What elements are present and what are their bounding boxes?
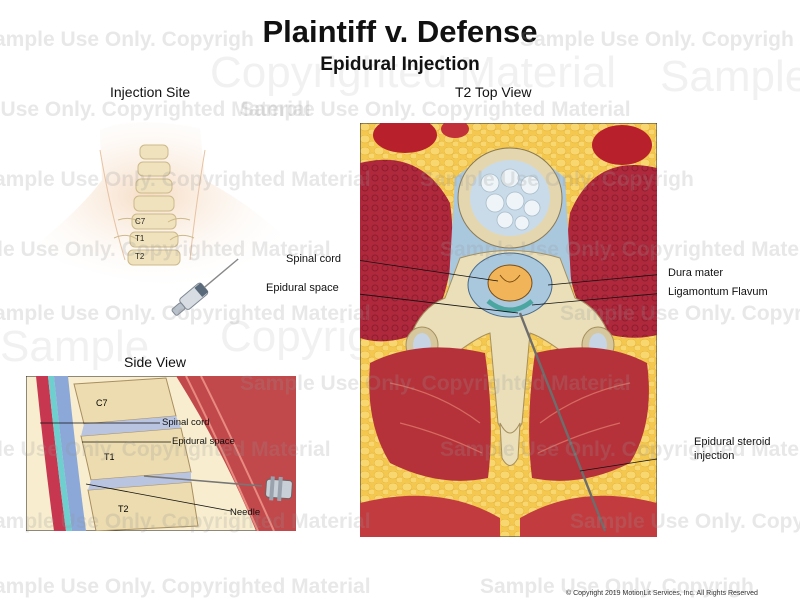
top-spinal-cord-callout: Spinal cord bbox=[286, 253, 342, 265]
watermark-row-6: Sample Use Only. Copyrighted Material bbox=[240, 372, 631, 395]
watermark-row-2: Sample Use Only. Copyrighted Material bbox=[0, 98, 311, 121]
watermark-row-5b: Sample Use Only. Copyrigh bbox=[560, 302, 800, 325]
top-view-illustration bbox=[360, 123, 657, 537]
cervical-thoracic-spine bbox=[113, 144, 195, 266]
side-spinal-cord-callout: Spinal cord bbox=[162, 417, 210, 428]
watermark-row-3b: Sample Use Only. Copyrigh bbox=[420, 168, 694, 191]
side-t1-label: T1 bbox=[104, 452, 115, 462]
t2-label: T2 bbox=[135, 252, 145, 261]
side-epidural-space-callout: Epidural space bbox=[172, 436, 235, 447]
aorta bbox=[373, 123, 437, 153]
c7-label: C7 bbox=[135, 217, 146, 226]
right-erector-muscle bbox=[529, 347, 649, 481]
watermark-row-4b: Sample Use Only. Copyrighted Material bbox=[440, 238, 800, 261]
top-view-label: T2 Top View bbox=[455, 84, 532, 100]
watermark-row-8: Sample Use Only. Copyrighted Material bbox=[0, 510, 371, 533]
left-lung bbox=[360, 159, 453, 342]
side-view-label: Side View bbox=[124, 354, 187, 370]
page-subtitle: Epidural Injection bbox=[320, 54, 480, 75]
top-epidural-space-callout: Epidural space bbox=[266, 282, 339, 294]
side-syringe-icon bbox=[265, 476, 293, 502]
watermark-row-4: Sample Use Only. Copyrighted Material bbox=[0, 238, 331, 261]
watermark-large-4: Sample bbox=[660, 52, 800, 101]
spinal-cord bbox=[487, 264, 533, 302]
watermark-row-7: Sample Use Only. Copyrighted Material bbox=[0, 438, 331, 461]
side-needle-callout: Needle bbox=[230, 507, 261, 518]
top-injection-callout-line2: injection bbox=[694, 450, 735, 462]
copyright-notice: © Copyright 2019 MotionLit Services, Inc… bbox=[566, 590, 758, 597]
spinal-cord-band bbox=[36, 376, 66, 531]
right-lung bbox=[567, 165, 657, 338]
syringe-icon bbox=[171, 258, 239, 316]
side-c7-label: C7 bbox=[96, 398, 108, 408]
side-t2-label: T2 bbox=[118, 504, 129, 514]
watermark-row-5: Sample Use Only. Copyrighted Material bbox=[0, 302, 371, 325]
watermark-row-9: Sample Use Only. Copyrighted Material bbox=[0, 575, 371, 598]
side-view-illustration: C7 T1 T2 bbox=[26, 376, 296, 531]
watermark-row-9b: Sample Use Only. Copyrigh bbox=[480, 575, 754, 598]
top-dura-mater-callout: Dura mater bbox=[668, 267, 724, 279]
needle bbox=[143, 475, 263, 487]
watermark-row-1: Sample Use Only. Copyrigh bbox=[0, 28, 254, 51]
epidural-needle bbox=[518, 312, 607, 532]
watermark-row-2b: Sample Use Only. Copyrighted Material bbox=[240, 98, 631, 121]
watermark-large-1: Copyrighted Material bbox=[210, 48, 616, 97]
top-injection-callout-line1: Epidural steroid bbox=[694, 436, 771, 448]
c7-vertebra bbox=[73, 377, 177, 425]
top-ligamentum-flavum-callout: Ligamontum Flavum bbox=[668, 286, 768, 298]
watermark-large-2: Sample bbox=[0, 322, 150, 371]
injection-site-label: Injection Site bbox=[110, 84, 191, 100]
watermark-row-1b: Sample Use Only. Copyrigh bbox=[520, 28, 794, 51]
watermark-row-3: Sample Use Only. Copyrighted Material bbox=[0, 168, 371, 191]
injection-site-illustration: C7 T1 T2 bbox=[30, 121, 298, 316]
page-title: Plaintiff v. Defense bbox=[262, 14, 538, 49]
left-erector-muscle bbox=[369, 347, 491, 481]
t1-label: T1 bbox=[135, 234, 145, 243]
watermark-row-7b: Sample Use Only. Copyrighted Material bbox=[440, 438, 800, 461]
watermark-row-8b: Sample Use Only. Copyrigh bbox=[570, 510, 800, 533]
